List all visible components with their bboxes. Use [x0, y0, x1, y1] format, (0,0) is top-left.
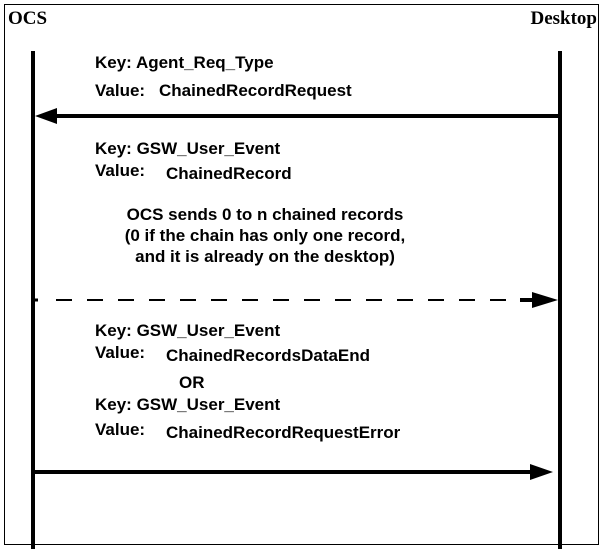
arrowhead-right-icon [530, 464, 553, 480]
message-3b-value: ChainedRecordRequestError [166, 423, 401, 442]
message-3a-value: ChainedRecordsDataEnd [166, 346, 371, 365]
message-3b-value-prefix: Value: [95, 420, 146, 439]
message-2-value-prefix: Value: [95, 161, 146, 180]
alternative-separator: OR [179, 373, 205, 392]
message-1-value: ChainedRecordRequest [159, 81, 352, 100]
arrowhead-right-icon [532, 292, 558, 308]
message-2-key: Key: GSW_User_Event [95, 139, 281, 158]
message-arrow-3 [35, 464, 553, 480]
message-2-value: ChainedRecord [166, 164, 292, 183]
message-1-value-prefix: Value: [95, 81, 146, 100]
note-line-3: and it is already on the desktop) [135, 247, 395, 266]
message-arrow-1 [35, 108, 558, 124]
message-3b-key: Key: GSW_User_Event [95, 395, 281, 414]
note-line-2: (0 if the chain has only one record, [124, 226, 406, 245]
message-1-key: Key: Agent_Req_Type [95, 53, 274, 72]
participant-desktop-label: Desktop [530, 8, 597, 29]
message-2-note: OCS sends 0 to n chained records (0 if t… [95, 204, 435, 267]
diagram-frame [4, 4, 599, 545]
message-3a-value-prefix: Value: [95, 343, 146, 362]
message-3a-key: Key: GSW_User_Event [95, 321, 281, 340]
message-arrow-2 [35, 292, 558, 308]
participant-ocs-label: OCS [8, 8, 48, 29]
arrowhead-left-icon [35, 108, 57, 124]
note-line-1: OCS sends 0 to n chained records [126, 205, 404, 224]
